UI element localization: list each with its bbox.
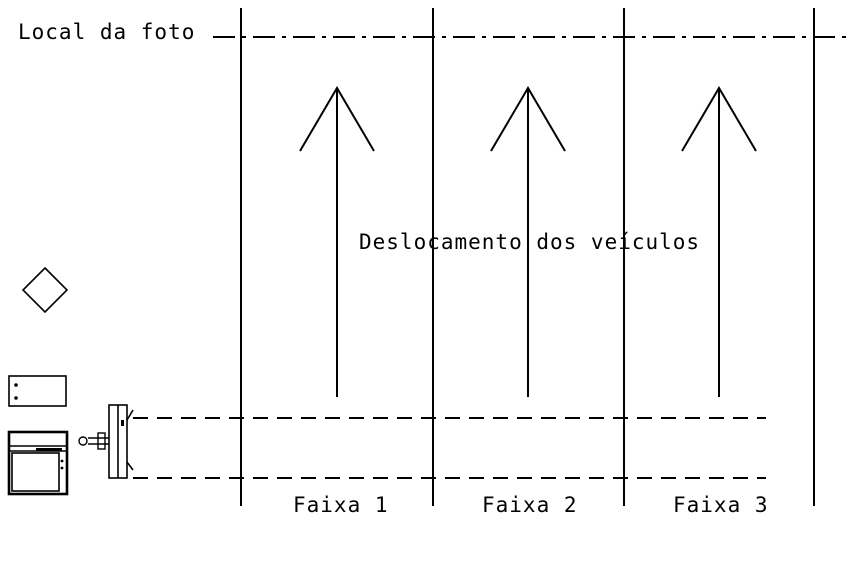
controller-box-symbol	[8, 375, 67, 407]
roadside-pole-symbol	[78, 404, 134, 479]
lane-label-2: Faixa 2	[482, 493, 578, 517]
direction-arrow-lane-2	[490, 86, 566, 397]
equipment-cabinet-symbol	[7, 430, 69, 496]
lane-label-1: Faixa 1	[293, 493, 389, 517]
direction-arrow-lane-3	[681, 86, 757, 397]
direction-arrow-lane-1	[299, 86, 375, 397]
photo-location-label: Local da foto	[18, 20, 195, 44]
vehicle-movement-label: Deslocamento dos veículos	[359, 230, 700, 254]
lane-label-3: Faixa 3	[673, 493, 769, 517]
camera-symbol	[21, 266, 69, 314]
